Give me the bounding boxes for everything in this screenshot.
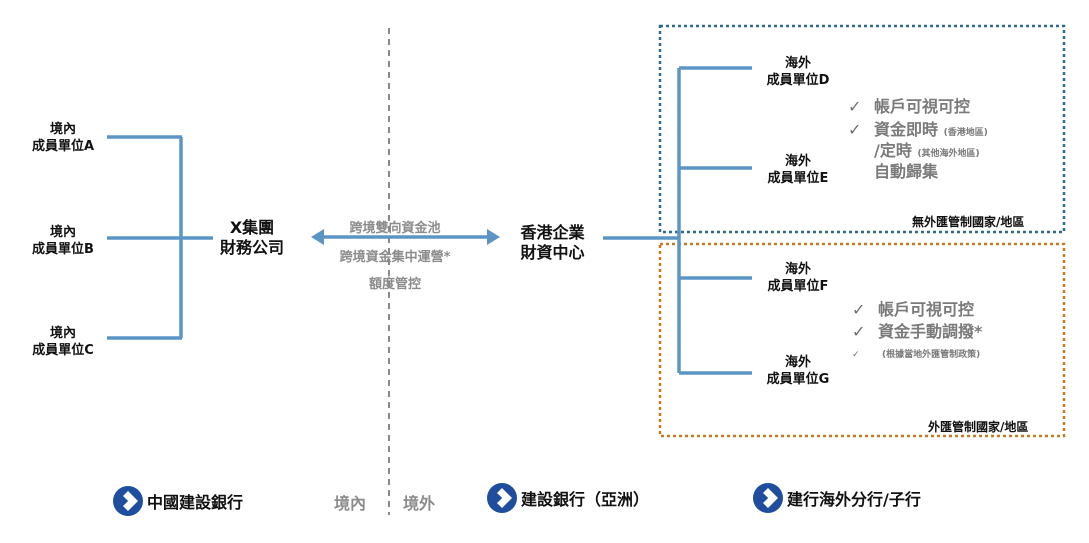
unit-line1: 海外	[784, 355, 811, 370]
brand-name: 中國建設銀行	[147, 493, 244, 512]
check-icon: ✓	[852, 300, 866, 319]
item-note: (其他海外地區)	[917, 149, 980, 159]
double-arrow	[311, 229, 500, 245]
no-control-region-box	[658, 24, 1066, 234]
no-control-item-realtime: ✓ 資金即時 (香港地區)	[848, 119, 988, 144]
item-text: /定時	[874, 141, 912, 160]
control-region-label: 外匯管制國家/地區	[928, 420, 1029, 434]
unit-line1: 海外	[784, 56, 811, 71]
no-control-region-label: 無外匯管制國家/地區	[912, 215, 1025, 229]
ccb-logo-icon	[753, 483, 783, 513]
unit-line1: 境內	[49, 122, 76, 137]
unit-line2: 成員單位F	[767, 279, 829, 294]
domestic-unit-a: 境內 成員單位A	[20, 121, 106, 155]
control-item-policy: ✓ (根據當地外匯管制政策)	[852, 342, 980, 361]
hub-line1: 香港企業	[520, 223, 585, 242]
control-region-box	[658, 242, 1066, 438]
brand-ccb-overseas: 建行海外分行/子行	[752, 482, 921, 514]
hub-line1: X集團	[229, 218, 275, 237]
overseas-unit-d: 海外 成員單位D	[752, 55, 844, 89]
middle-label-quota: 額度管控	[368, 277, 421, 292]
middle-label-pool: 跨境雙向資金池	[349, 221, 441, 236]
finance-company-hub: X集團 財務公司	[212, 218, 292, 258]
item-text: 帳戶可視可控	[878, 300, 975, 319]
domestic-unit-c: 境內 成員單位C	[20, 325, 106, 359]
unit-line1: 海外	[784, 154, 811, 169]
treasury-center-hub: 香港企業 財資中心	[505, 223, 600, 263]
item-note: (香港地區)	[943, 128, 988, 138]
item-text: 帳戶可視可控	[874, 97, 971, 116]
overseas-unit-g: 海外 成員單位G	[752, 354, 844, 388]
brand-name: 建行海外分行/子行	[787, 490, 921, 509]
domestic-label: 境內	[334, 494, 367, 513]
unit-line2: 成員單位C	[32, 343, 94, 358]
ccb-logo-icon	[113, 486, 143, 516]
brand-ccb: 中國建設銀行	[112, 485, 243, 517]
brand-ccb-asia: 建設銀行（亞洲）	[486, 482, 649, 514]
no-control-item-scheduled: /定時 (其他海外地區)	[874, 140, 980, 165]
item-note: (根據當地外匯管制政策)	[882, 350, 981, 360]
unit-line2: 成員單位B	[32, 242, 94, 257]
overseas-label: 境外	[403, 494, 436, 513]
unit-line1: 境內	[49, 326, 76, 341]
middle-label-operation: 跨境資金集中運營*	[339, 250, 451, 265]
unit-line2: 成員單位D	[766, 73, 830, 88]
unit-line2: 成員單位G	[766, 372, 830, 387]
item-text: 資金即時	[874, 120, 939, 139]
unit-line1: 海外	[784, 262, 811, 277]
unit-line2: 成員單位A	[31, 139, 95, 154]
no-control-item-auto: 自動歸集	[874, 161, 938, 182]
left-bracket	[107, 135, 213, 340]
check-icon: ✓	[848, 120, 862, 139]
item-text: 自動歸集	[874, 162, 939, 181]
check-icon: ✓	[848, 97, 862, 116]
overseas-unit-e: 海外 成員單位E	[752, 153, 844, 187]
unit-line2: 成員單位E	[767, 171, 829, 186]
control-item-accounts: ✓ 帳戶可視可控	[852, 299, 974, 320]
ccb-logo-icon	[487, 483, 517, 513]
hub-line2: 財資中心	[520, 243, 585, 262]
check-icon: ✓	[852, 350, 860, 360]
item-text: 資金手動調撥*	[878, 322, 983, 341]
overseas-unit-f: 海外 成員單位F	[752, 261, 844, 295]
check-icon: ✓	[852, 322, 866, 341]
hub-line2: 財務公司	[219, 238, 284, 257]
domestic-unit-b: 境內 成員單位B	[20, 224, 106, 258]
right-tree	[603, 66, 752, 375]
control-item-manual: ✓ 資金手動調撥*	[852, 321, 982, 342]
no-control-item-accounts: ✓ 帳戶可視可控	[848, 96, 970, 117]
brand-name: 建設銀行（亞洲）	[521, 490, 650, 509]
unit-line1: 境內	[49, 225, 76, 240]
